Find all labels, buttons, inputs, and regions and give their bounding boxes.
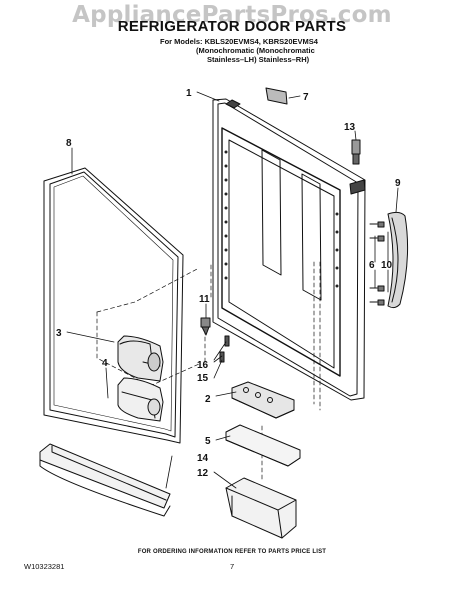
page-number: 7 <box>230 562 235 571</box>
models-line-2: (Monochromatic (Monochromatic <box>196 46 315 55</box>
callout-12: 12 <box>197 468 209 479</box>
part-egg-tray <box>231 381 295 419</box>
models-line-1: For Models: KBLS20EVMS4, KBRS20EVMS4 <box>160 37 318 46</box>
callout-2: 2 <box>205 394 211 405</box>
callout-4: 4 <box>102 358 108 369</box>
door-shelf-supports <box>224 150 339 288</box>
part-door-handle <box>369 211 409 309</box>
callout-14: 14 <box>197 453 209 464</box>
part-deep-door-bin <box>225 477 297 539</box>
callout-7: 7 <box>303 92 309 103</box>
callout-16: 16 <box>197 360 209 371</box>
callout-1: 1 <box>186 88 192 99</box>
callout-9: 9 <box>395 178 401 189</box>
leader-lines <box>66 91 399 489</box>
callout-6: 6 <box>369 260 375 271</box>
callout-11: 11 <box>199 294 210 305</box>
part-shelf-tray <box>225 424 301 467</box>
part-label-plate <box>265 87 288 105</box>
callout-15: 15 <box>197 373 209 384</box>
part-bin <box>117 377 164 422</box>
page-title: REFRIGERATOR DOOR PARTS <box>117 18 347 35</box>
callout-8: 8 <box>66 138 72 149</box>
part-door-gasket <box>43 167 184 444</box>
part-hinge-pin <box>351 139 361 165</box>
callout-10: 10 <box>381 260 393 271</box>
callout-3: 3 <box>56 328 62 339</box>
callout-numbers: 1 7 13 8 9 6 10 11 3 4 16 15 2 5 14 12 <box>56 88 401 479</box>
assembly-guide-lines <box>96 261 321 483</box>
callout-13: 13 <box>344 122 356 133</box>
part-long-door-bin <box>39 443 171 517</box>
ordering-info-footer: FOR ORDERING INFORMATION REFER TO PARTS … <box>137 549 327 555</box>
models-line-3: Stainless–LH) Stainless–RH) <box>207 55 310 64</box>
part-outer-door <box>212 98 366 401</box>
callout-5: 5 <box>205 436 211 447</box>
part-dispenser-module <box>117 335 164 382</box>
document-number: W10323281 <box>24 562 65 571</box>
watermark: AppliancePartsPros.com <box>72 2 392 28</box>
